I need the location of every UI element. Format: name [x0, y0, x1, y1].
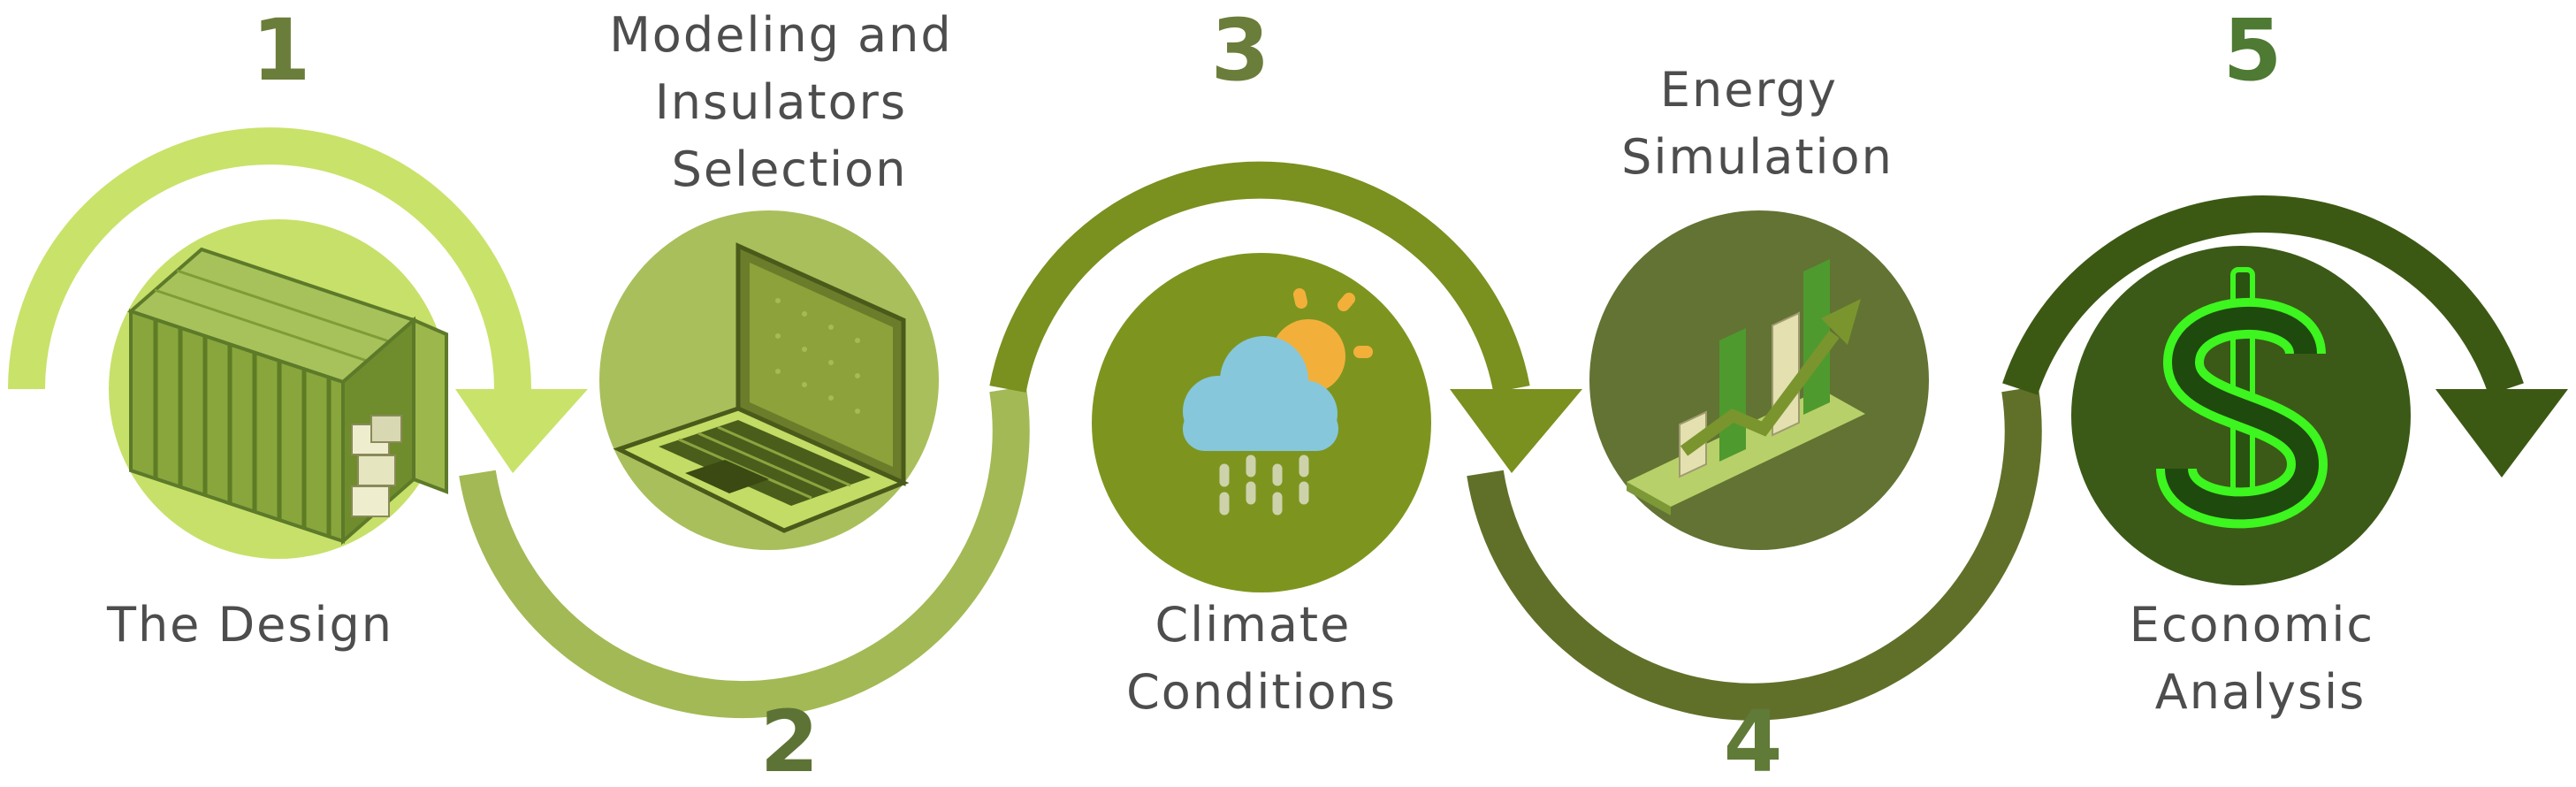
- arrowhead-step-1: [455, 389, 588, 473]
- step-2-label: Modeling and Insulators Selection: [609, 7, 970, 197]
- step-1-label: The Design: [106, 597, 393, 653]
- step-1-number: 1: [252, 1, 311, 100]
- step-3-label: Climate Conditions: [1126, 597, 1397, 720]
- bar-chart-growth-icon: [1627, 259, 1865, 516]
- step-5-number: 5: [2223, 1, 2283, 100]
- step-4-label: Energy Simulation: [1621, 62, 1894, 185]
- shipping-container-icon: [127, 247, 448, 546]
- step-5-label: Economic Analysis: [2130, 597, 2392, 720]
- laptop-icon: [613, 242, 910, 533]
- step-4-number: 4: [1724, 692, 1783, 787]
- arrowhead-step-5: [2435, 389, 2568, 478]
- arc-step-2: [459, 386, 1030, 719]
- step-2-number: 2: [760, 692, 819, 787]
- arrowhead-step-3: [1450, 389, 1582, 473]
- step-4-circle: [1589, 210, 1929, 550]
- weather-cloud-icon: [1183, 288, 1373, 516]
- step-3-number: 3: [1211, 1, 1270, 100]
- arc-step-3: [989, 161, 1530, 393]
- arc-step-4: [1467, 386, 2042, 721]
- dollar-sign-icon: [2156, 267, 2328, 529]
- arc-step-1: [8, 127, 531, 390]
- arc-step-5: [2002, 195, 2524, 395]
